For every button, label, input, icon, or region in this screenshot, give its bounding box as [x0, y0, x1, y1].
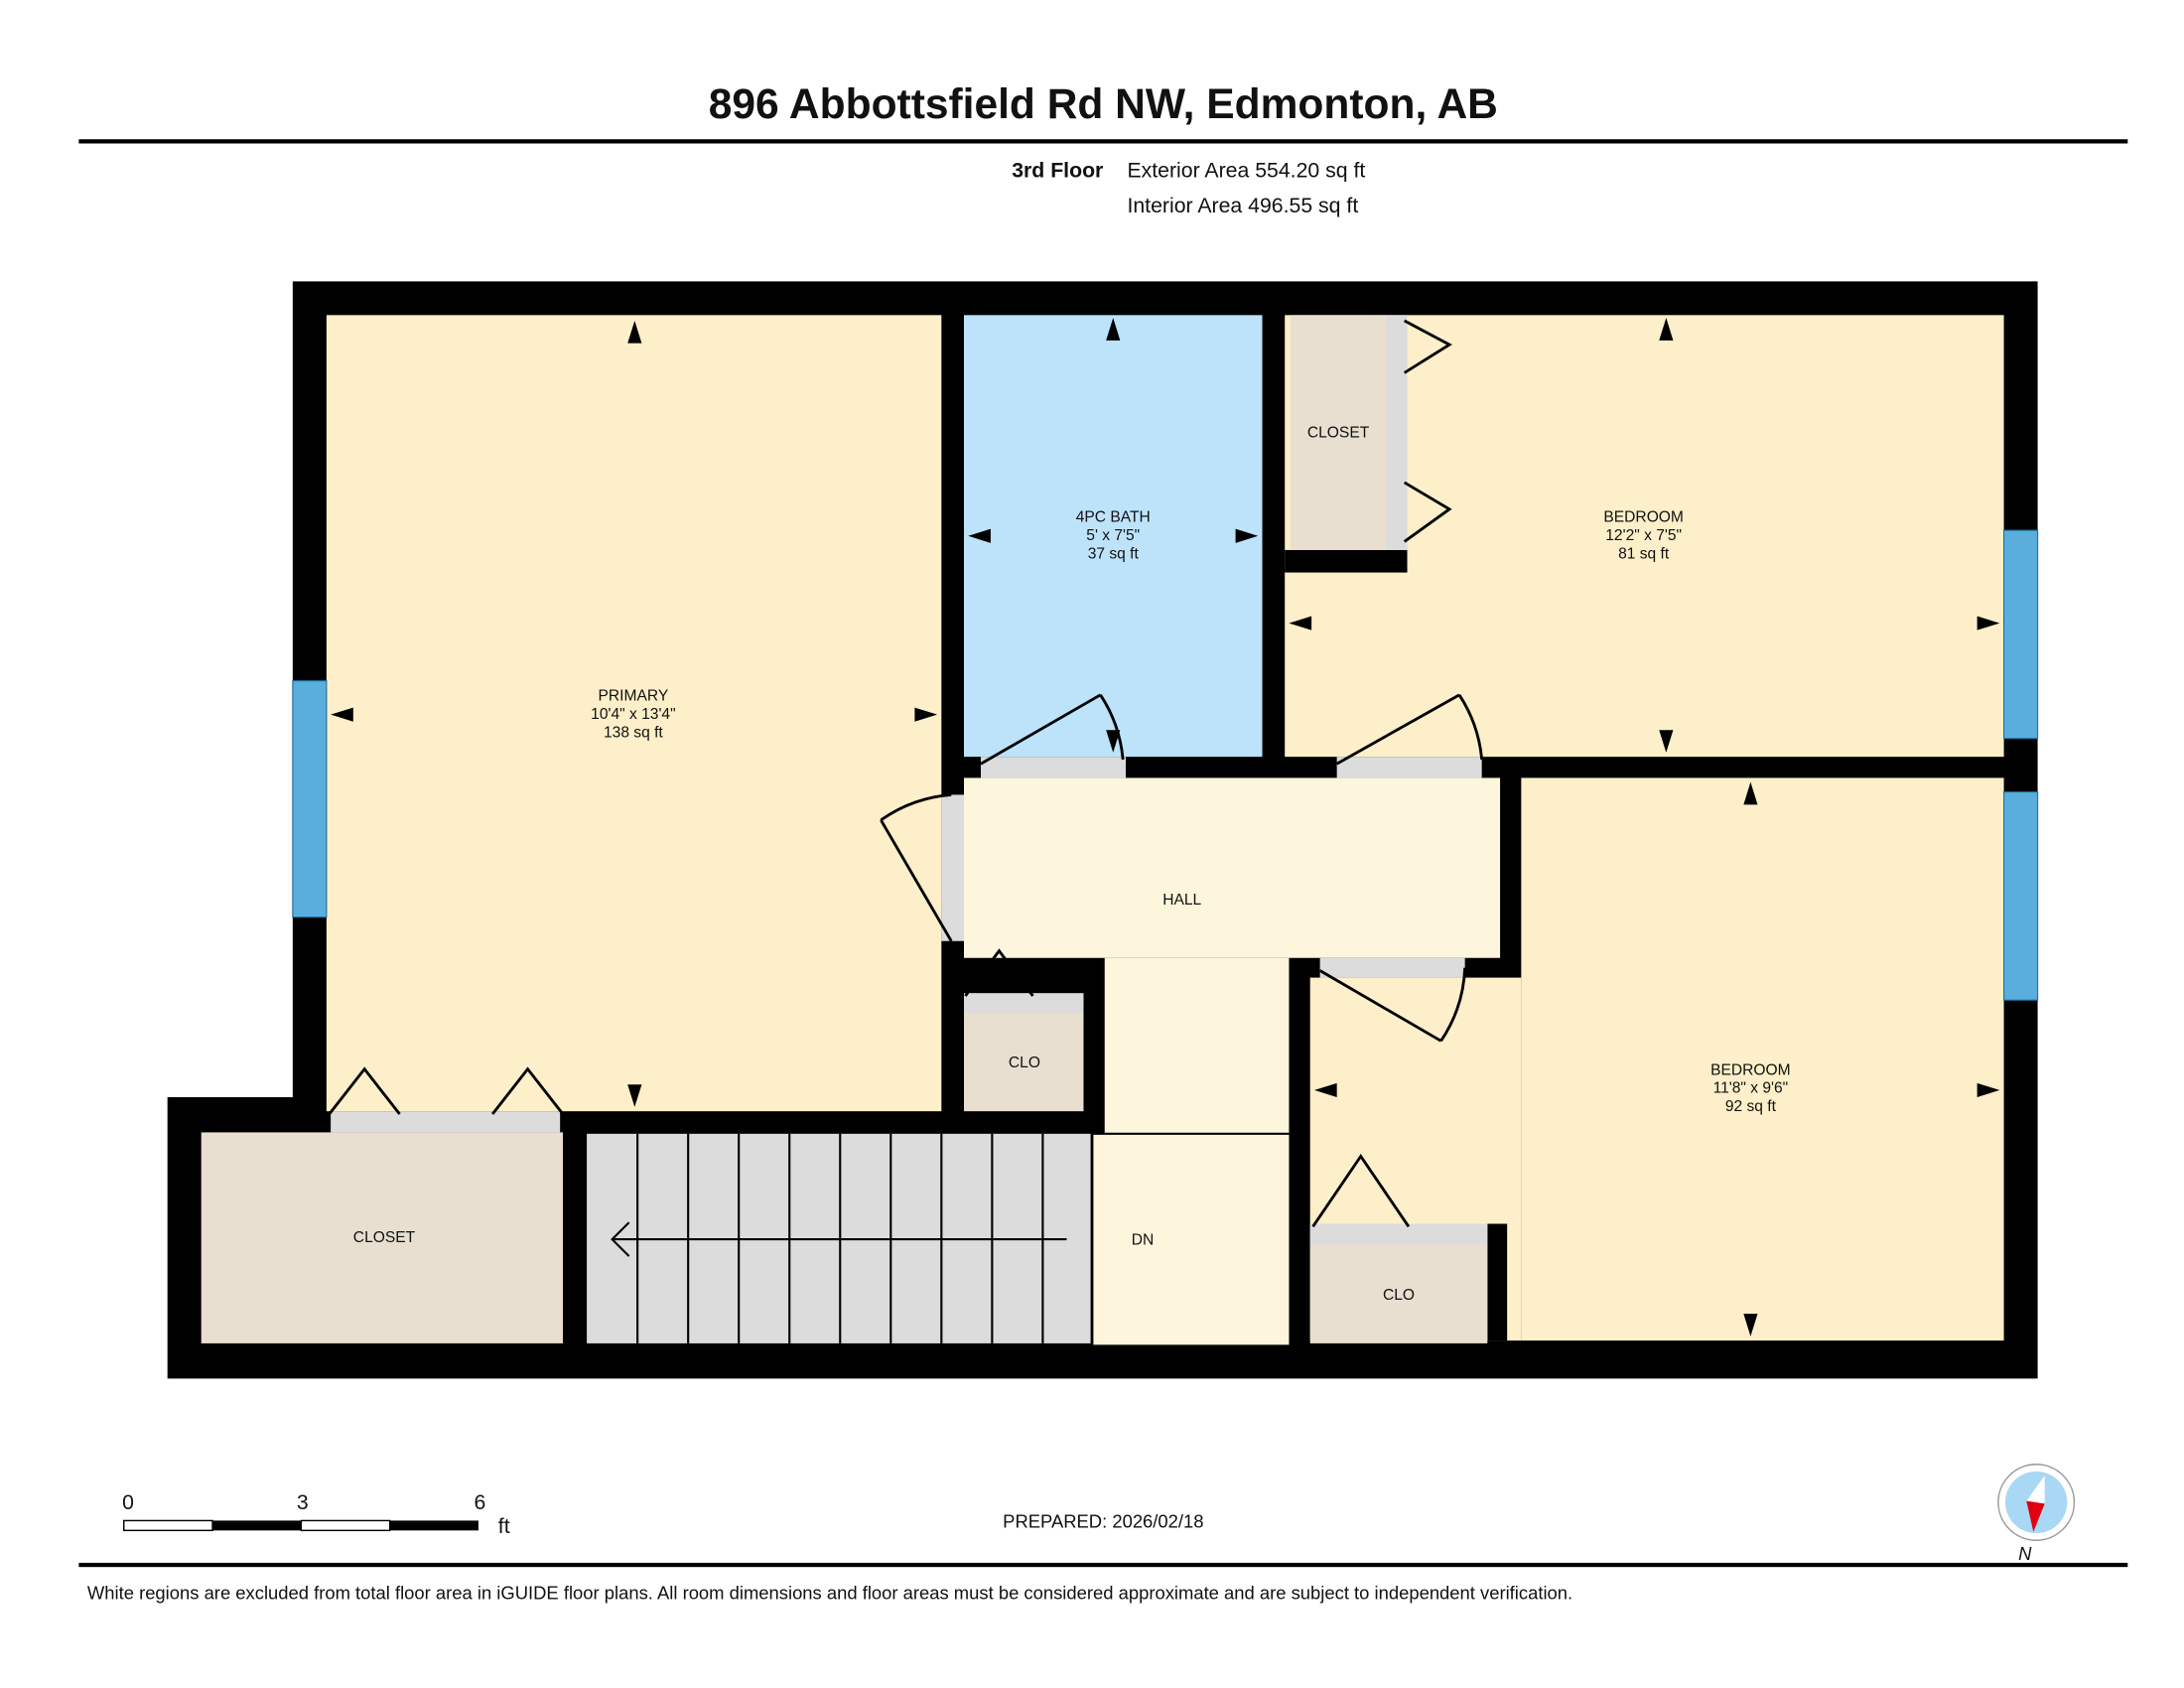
room-primary [326, 315, 942, 1112]
bedroom2-area: 92 sq ft [1725, 1098, 1777, 1115]
room-bath [964, 315, 1263, 758]
hall-label: HALL [1162, 892, 1201, 909]
page-title: 896 Abbottsfield Rd NW, Edmonton, AB [709, 81, 1498, 128]
prepared-date: PREPARED: 2026/02/18 [1003, 1511, 1203, 1532]
room-clo-1 [964, 1013, 1084, 1112]
room-closet-top [1290, 315, 1387, 550]
bath-area: 37 sq ft [1088, 545, 1140, 562]
windows [292, 529, 2039, 1001]
footer-disclaimer: White regions are excluded from total fl… [87, 1583, 1572, 1604]
compass-icon: N [1997, 1464, 2076, 1564]
room-clo-2 [1309, 1244, 1488, 1343]
header-divider [78, 139, 2128, 144]
scale-label-3: 3 [297, 1490, 309, 1514]
footer-divider [78, 1562, 2128, 1568]
closet-wall [1285, 549, 1408, 573]
door-openings [941, 757, 1482, 978]
door-swings [328, 319, 1484, 1228]
stair-treads [611, 1133, 1067, 1343]
room-bedroom-2 [1521, 777, 2004, 1341]
interior-area: Interior Area 496.55 sq ft [1127, 194, 1358, 217]
primary-area: 138 sq ft [604, 724, 663, 741]
clo2-label: CLO [1383, 1287, 1415, 1304]
scale-label-0: 0 [122, 1490, 134, 1514]
bedroom1-area: 81 sq ft [1618, 545, 1670, 562]
closet-bottom-label: CLOSET [353, 1229, 416, 1246]
bath-name: 4PC BATH [1076, 509, 1151, 526]
bedroom2-name: BEDROOM [1710, 1061, 1791, 1078]
stair-landing [1093, 1133, 1290, 1345]
clo1-label: CLO [1009, 1055, 1040, 1071]
stairs-label: DN [1132, 1232, 1155, 1249]
bath-dims: 5' x 7'5" [1086, 527, 1140, 544]
primary-name: PRIMARY [599, 688, 669, 705]
scale-bar: 0 3 6 ft [122, 1490, 510, 1538]
primary-dims: 10'4" x 13'4" [591, 706, 675, 723]
bedroom1-dims: 12'2" x 7'5" [1605, 527, 1682, 544]
hall-corridor [1104, 957, 1290, 1134]
compass-north-label: N [2018, 1543, 2032, 1564]
floor-label: 3rd Floor [1012, 159, 1103, 183]
exterior-area: Exterior Area 554.20 sq ft [1127, 159, 1365, 183]
bedroom1-name: BEDROOM [1603, 509, 1684, 526]
closet-door-track [1386, 315, 1408, 550]
room-hall [964, 777, 1501, 958]
closet-top-label: CLOSET [1307, 425, 1370, 442]
scale-label-6: 6 [474, 1490, 485, 1514]
scale-unit: ft [498, 1514, 510, 1538]
dimension-arrows [331, 318, 2000, 1336]
room-closet-bottom [201, 1132, 564, 1343]
bedroom2-dims: 11'8" x 9'6" [1713, 1080, 1789, 1097]
